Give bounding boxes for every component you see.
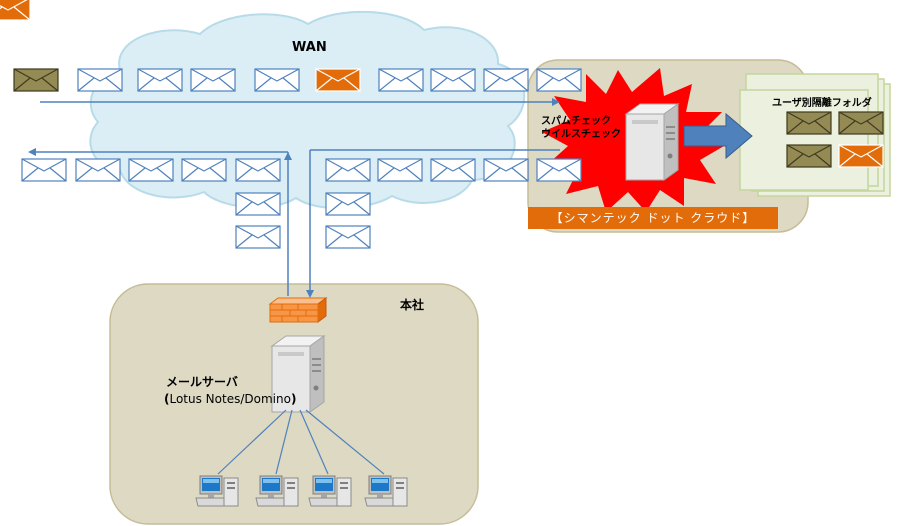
spam-envelope-icon bbox=[0, 0, 31, 21]
envelope-icon bbox=[536, 158, 582, 182]
envelope-icon bbox=[75, 158, 121, 182]
mail-server-label: メールサーバ bbox=[166, 375, 238, 389]
envelope-icon bbox=[77, 68, 123, 92]
envelope-icon bbox=[430, 68, 476, 92]
envelope-icon bbox=[536, 68, 582, 92]
spam-envelope-icon bbox=[315, 68, 361, 92]
envelope-icon bbox=[325, 158, 371, 182]
mail-server-product-close: ) bbox=[290, 392, 297, 406]
envelope-icon bbox=[190, 68, 236, 92]
envelope-icon bbox=[254, 68, 300, 92]
desktop-computer-icon bbox=[255, 475, 299, 507]
envelope-icon bbox=[377, 158, 423, 182]
incoming-arrow-head bbox=[552, 98, 560, 106]
envelope-icon bbox=[483, 158, 529, 182]
envelope-icon bbox=[325, 192, 371, 216]
firewall-icon bbox=[268, 297, 328, 323]
mail-server-product: (Lotus Notes/Domino) bbox=[164, 392, 296, 406]
envelope-icon bbox=[128, 158, 174, 182]
outgoing-arrow-head bbox=[28, 148, 36, 156]
headquarters-label: 本社 bbox=[400, 298, 425, 312]
spam-envelope-icon bbox=[838, 144, 884, 168]
envelope-icon bbox=[325, 225, 371, 249]
cloud-service-banner: 【シマンテック ドット クラウド】 bbox=[528, 207, 778, 229]
envelope-icon bbox=[235, 192, 281, 216]
wan-label: WAN bbox=[292, 40, 327, 55]
envelope-icon bbox=[378, 68, 424, 92]
desktop-computer-icon bbox=[308, 475, 352, 507]
envelope-icon bbox=[430, 158, 476, 182]
mail-server-product-open: ( bbox=[164, 392, 170, 406]
envelope-icon bbox=[181, 158, 227, 182]
user-quarantine-folders bbox=[739, 73, 891, 197]
quarantined-envelope-icon bbox=[786, 111, 832, 135]
envelope-icon bbox=[483, 68, 529, 92]
lan-connections bbox=[217, 409, 385, 475]
envelope-icon bbox=[235, 225, 281, 249]
mail-server-product-name: Lotus Notes/Domino bbox=[169, 392, 291, 406]
envelope-icon bbox=[21, 158, 67, 182]
envelope-icon bbox=[137, 68, 183, 92]
outgoing-up-arrow-head bbox=[284, 152, 292, 160]
virus-check-label: ウイルスチェック bbox=[541, 129, 621, 140]
arrow-to-quarantine bbox=[683, 112, 753, 160]
server-icon bbox=[625, 103, 679, 181]
desktop-computer-icon bbox=[195, 475, 239, 507]
user-quarantine-label: ユーザ別隔離フォルダ bbox=[772, 98, 872, 109]
desktop-computer-icon bbox=[364, 475, 408, 507]
spam-mail-envelope-icon bbox=[13, 68, 59, 92]
delivery-down-arrow-head bbox=[306, 290, 314, 298]
quarantined-envelope-icon bbox=[838, 111, 884, 135]
quarantined-envelope-icon bbox=[786, 144, 832, 168]
spam-check-label: スパムチェック bbox=[541, 116, 611, 127]
check-labels: スパムチェック ウイルスチェック bbox=[541, 115, 621, 141]
envelope-icon bbox=[235, 158, 281, 182]
